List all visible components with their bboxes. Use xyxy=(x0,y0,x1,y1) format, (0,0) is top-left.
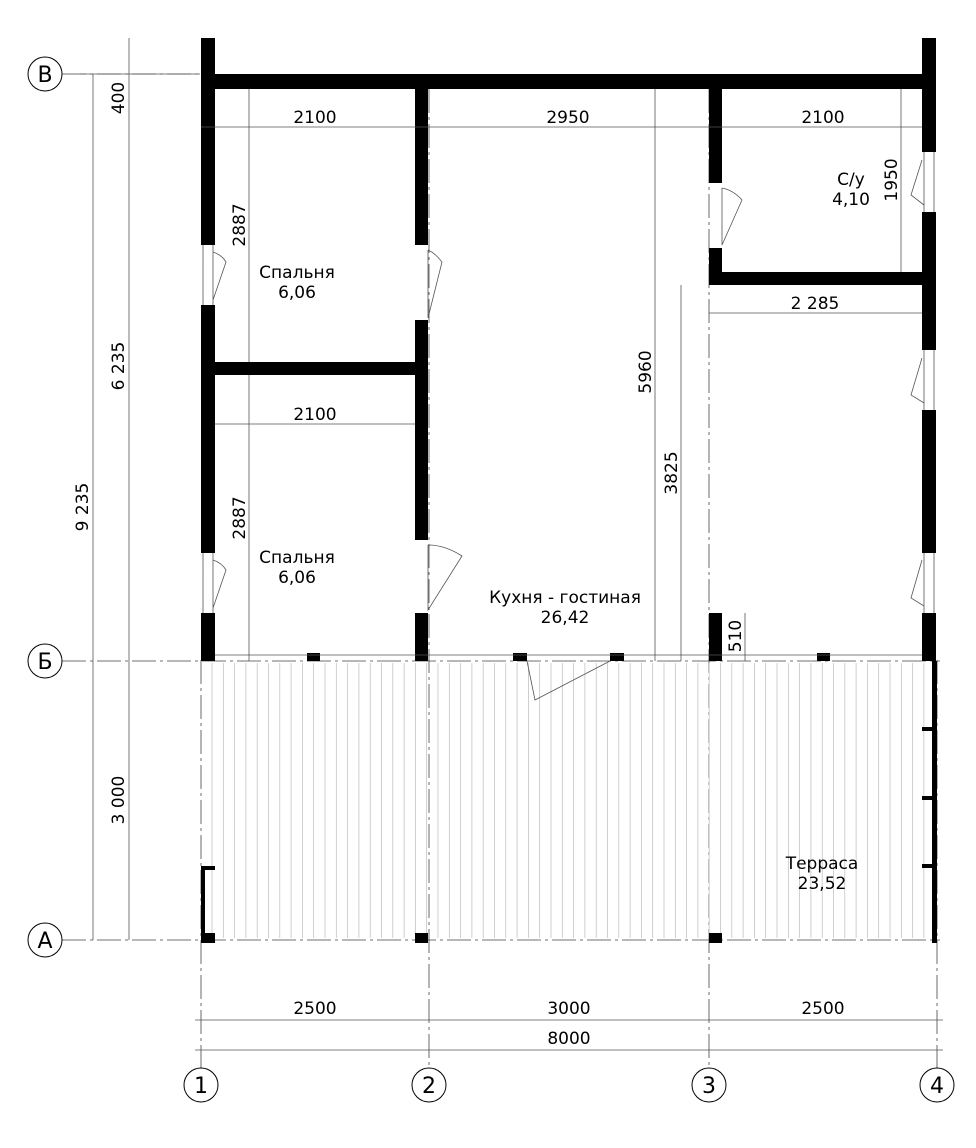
axis-markers: В Б А 1 2 3 4 xyxy=(27,56,955,1103)
dim-left-mid: 6 235 xyxy=(109,342,129,391)
room-bedroom-2-area: 6,06 xyxy=(278,568,316,588)
dim-kitchen-depth: 5960 xyxy=(636,350,656,393)
walls xyxy=(201,38,937,943)
dim-bottom-total: 8000 xyxy=(547,1029,590,1049)
dim-bedroom-lower-height: 2887 xyxy=(230,496,250,539)
axis-row-v: В xyxy=(37,63,52,88)
dim-bedroom-lower-width: 2100 xyxy=(293,405,336,425)
room-terrace-name: Терраса xyxy=(785,854,859,874)
grid-axes xyxy=(62,73,940,1068)
room-bedroom-1-name: Спальня xyxy=(259,263,335,283)
dim-bedroom-upper-height: 2887 xyxy=(230,203,250,246)
terrace-decking xyxy=(211,663,925,938)
axis-col-1: 1 xyxy=(194,1074,208,1099)
dim-left-top: 400 xyxy=(109,82,129,114)
dim-left-total: 9 235 xyxy=(73,483,93,532)
axis-col-4: 4 xyxy=(930,1074,944,1099)
axis-col-2: 2 xyxy=(422,1074,436,1099)
axis-col-3: 3 xyxy=(702,1074,716,1099)
room-bedroom-2-name: Спальня xyxy=(259,548,335,568)
dim-top-1: 2100 xyxy=(293,108,336,128)
dim-top-2: 2950 xyxy=(546,108,589,128)
dimension-labels: 9 235 400 6 235 3 000 2100 2950 2100 288… xyxy=(73,82,902,1049)
room-kitchen-area: 26,42 xyxy=(541,608,590,628)
room-kitchen-name: Кухня - гостиная xyxy=(489,588,641,608)
dim-step: 510 xyxy=(726,620,746,652)
room-labels: Спальня 6,06 Спальня 6,06 Кухня - гостин… xyxy=(259,170,870,894)
dim-bottom-1: 2500 xyxy=(293,999,336,1019)
room-bathroom-name: С/у xyxy=(837,170,865,190)
doors-windows xyxy=(202,152,935,701)
room-bathroom-area: 4,10 xyxy=(832,190,870,210)
dim-top-3: 2100 xyxy=(801,108,844,128)
dim-bottom-3: 2500 xyxy=(801,999,844,1019)
room-bedroom-1-area: 6,06 xyxy=(278,283,316,303)
room-terrace-area: 23,52 xyxy=(798,874,847,894)
dim-bath-depth: 1950 xyxy=(882,158,902,201)
axis-row-a: А xyxy=(37,929,52,954)
dim-bottom-2: 3000 xyxy=(547,999,590,1019)
dim-left-bottom: 3 000 xyxy=(109,776,129,825)
dimension-lines xyxy=(80,38,943,1051)
dim-hall-depth: 3825 xyxy=(662,451,682,494)
axis-row-b: Б xyxy=(37,650,52,675)
dim-hall-width: 2 285 xyxy=(791,294,840,314)
